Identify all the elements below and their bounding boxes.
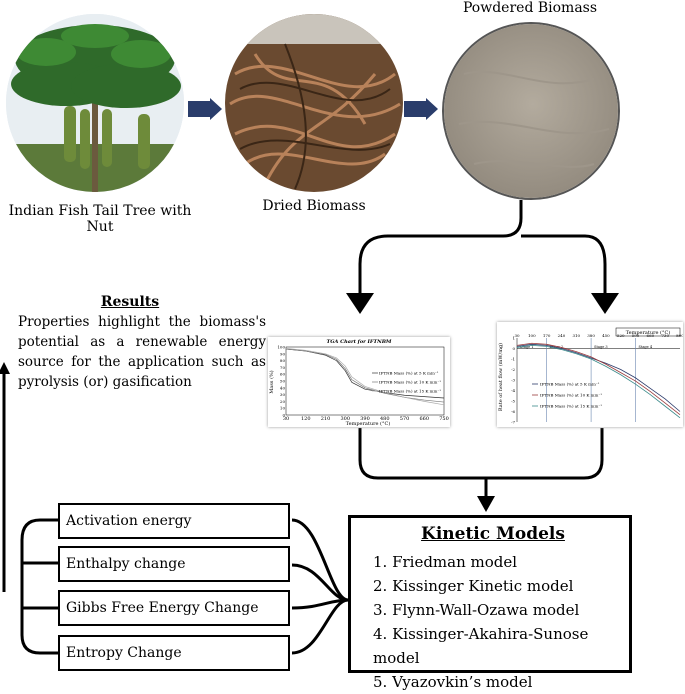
gibbs-free-energy-box: Gibbs Free Energy Change xyxy=(58,590,290,626)
dsc-ytick-label: -1 xyxy=(511,357,515,362)
dsc-ytick-label: -6 xyxy=(511,409,515,414)
tga-ytick-label: 10 xyxy=(280,406,286,411)
tga-xtick-label: 660 xyxy=(419,416,429,422)
dsc-chart: Rate of heat flow (mW/mg) Temperature (°… xyxy=(497,322,684,427)
kinetic-model-item: 2. Kissinger Kinetic model xyxy=(373,577,574,595)
tga-title: TGA Chart for IFTNBM xyxy=(327,339,392,345)
dsc-xtick-label: 310 xyxy=(572,333,580,338)
dsc-series-line xyxy=(516,344,681,419)
dsc-xtick-label: 730 xyxy=(661,333,669,338)
tga-ytick-label: 40 xyxy=(280,385,286,390)
tga-xtick-label: 30 xyxy=(283,416,289,422)
dsc-xtick-label: 590 xyxy=(632,333,640,338)
dsc-chart-svg: Rate of heat flow (mW/mg) Temperature (°… xyxy=(497,327,684,425)
kinetic-models-title: Kinetic Models xyxy=(421,524,565,544)
tga-xtick-label: 120 xyxy=(301,416,311,422)
dsc-ytick-label: -3 xyxy=(511,378,515,383)
dsc-legend-label: IFTNB Mass (%) at 10 K min⁻¹ xyxy=(540,393,602,398)
dsc-ytick-label: 1 xyxy=(512,336,515,341)
tga-xtick-label: 570 xyxy=(400,416,410,422)
entropy-change-box: Entropy Change xyxy=(58,635,290,671)
tga-legend-label: IFTNB Mass (%) at 5 K min⁻¹ xyxy=(379,371,439,376)
dsc-xtick-label: 100 xyxy=(528,333,536,338)
dsc-title-box xyxy=(615,327,681,337)
dsc-stage-label: Stage 3 xyxy=(594,345,608,349)
kinetic-model-item: 1. Friedman model xyxy=(373,553,518,571)
tga-xtick-label: 390 xyxy=(360,416,370,422)
tga-series-line xyxy=(285,348,445,399)
kinetic-model-item: 4. Kissinger-Akahira-Sunose model xyxy=(373,625,589,667)
dsc-legend-label: IFTNB Mass (%) at 15 K min⁻¹ xyxy=(540,404,602,409)
dsc-ytick-label: -7 xyxy=(511,420,515,425)
powder-caption: Powdered Biomass xyxy=(462,0,598,16)
tga-xtick-label: 300 xyxy=(340,416,350,422)
tga-ytick-label: 30 xyxy=(280,392,286,397)
tga-series-line xyxy=(285,348,445,406)
tga-xtick-label: 210 xyxy=(321,416,331,422)
results-title: Results xyxy=(100,294,160,310)
entropy-change-label: Entropy Change xyxy=(66,645,182,661)
dsc-xtick-label: 30 xyxy=(514,333,520,338)
tga-ytick-label: 60 xyxy=(280,372,286,377)
dsc-series-line xyxy=(516,342,681,415)
dsc-stage-label: Stage 1 xyxy=(520,345,534,349)
tga-xtick-label: 750 xyxy=(439,416,449,422)
tga-ytick-label: 0 xyxy=(282,413,285,418)
dsc-title: Temperature (°C) xyxy=(626,329,671,336)
tga-legend-label: IFTNB Mass (%) at 15 K min⁻¹ xyxy=(379,389,441,394)
tga-plot-frame xyxy=(285,346,445,416)
dsc-xtick-label: 450 xyxy=(602,333,610,338)
dsc-series-line xyxy=(516,343,681,412)
tga-ylabel: Mass (%) xyxy=(268,370,275,394)
activation-energy-label: Activation energy xyxy=(66,513,192,529)
tga-ytick-label: 90 xyxy=(280,351,286,356)
arrow-right-icon xyxy=(404,98,438,120)
dsc-xtick-label: 170 xyxy=(543,333,551,338)
dsc-ytick-label: -4 xyxy=(511,388,515,393)
dsc-ytick-label: -2 xyxy=(511,367,515,372)
tga-ytick-label: 20 xyxy=(280,399,286,404)
tga-ytick-label: 70 xyxy=(280,365,286,370)
tga-xlabel: Temperature (°C) xyxy=(346,420,391,427)
powdered-biomass-image xyxy=(442,22,620,200)
gibbs-free-energy-label: Gibbs Free Energy Change xyxy=(66,600,259,616)
tga-ytick-label: 100 xyxy=(277,345,285,350)
dried-biomass-image xyxy=(225,14,403,192)
tga-ytick-label: 80 xyxy=(280,358,286,363)
dsc-stage-label: Stage 4 xyxy=(639,345,653,349)
dsc-xtick-label: 520 xyxy=(617,333,625,338)
dsc-ytick-label: -5 xyxy=(511,399,515,404)
tga-ytick-label: 50 xyxy=(280,379,286,384)
dsc-xtick-label: 380 xyxy=(587,333,595,338)
tga-xtick-label: 480 xyxy=(380,416,390,422)
kinetic-model-item: 5. Vyazovkin’s model xyxy=(373,673,533,691)
dsc-stage-label: Stage 2 xyxy=(550,345,564,349)
tree-image xyxy=(6,14,184,192)
tga-chart: TGA Chart for IFTNBM Mass (%) Temperatur… xyxy=(268,337,450,427)
dsc-xtick-label: 240 xyxy=(558,333,566,338)
dsc-ylabel: Rate of heat flow (mW/mg) xyxy=(497,343,504,411)
dsc-xtick-label: 800 xyxy=(676,333,683,338)
results-text: Properties highlight the biomass's poten… xyxy=(18,314,266,390)
enthalpy-change-box: Enthalpy change xyxy=(58,546,290,582)
dried-caption: Dried Biomass xyxy=(262,198,366,214)
kinetic-models-box: Kinetic Models 1. Friedman model 2. Kiss… xyxy=(348,515,632,691)
activation-energy-box: Activation energy xyxy=(58,503,290,539)
dsc-legend-label: IFTNB Mass (%) at 5 K min⁻¹ xyxy=(540,382,600,387)
arrow-right-icon xyxy=(188,98,222,120)
tga-series-line xyxy=(285,348,445,403)
enthalpy-change-label: Enthalpy change xyxy=(66,556,186,572)
tga-chart-svg: TGA Chart for IFTNBM Mass (%) Temperatur… xyxy=(268,339,449,427)
kinetic-model-item: 3. Flynn-Wall-Ozawa model xyxy=(373,601,580,619)
tree-caption: Indian Fish Tail Tree with Nut xyxy=(8,203,192,235)
dsc-ytick-label: 0 xyxy=(512,346,515,351)
tga-legend-label: IFTNB Mass (%) at 10 K min⁻¹ xyxy=(379,380,441,385)
dsc-xtick-label: 660 xyxy=(647,333,655,338)
